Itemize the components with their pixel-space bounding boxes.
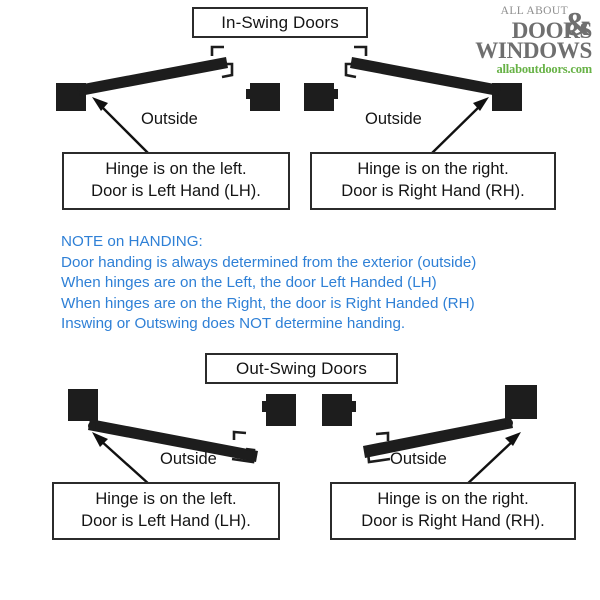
jamb-stop-tab-left: [90, 396, 96, 404]
caption-line-2: Door is Right Hand (RH).: [341, 182, 525, 200]
callout-arrow-head-right: [505, 432, 521, 446]
hinge-jamb-block-right: [505, 385, 537, 419]
hinge-pivot-right: [505, 419, 513, 427]
in-swing-title-text: In-Swing Doors: [221, 12, 339, 32]
strike-jamb-tab-right: [351, 401, 356, 412]
callout-arrow-head-left: [92, 97, 108, 111]
door-panel-in-swing-right: [350, 57, 500, 96]
strike-jamb-block-right: [322, 394, 352, 426]
caption-line-1: Hinge is on the right.: [377, 490, 529, 509]
caption-line-1: Hinge is on the right.: [357, 160, 509, 179]
door-handle-upper-left: [210, 45, 224, 56]
all-about-doors-logo: ALL ABOUT & DOORS WINDOWS allaboutdoors.…: [442, 5, 593, 76]
logo-ampersand: &: [563, 6, 592, 43]
center-strike-jambs-out-swing: [262, 394, 356, 426]
door-handle-lower-left: [221, 62, 234, 79]
door-panel-out-swing-right: [363, 417, 513, 458]
out-swing-right-assembly: [363, 385, 537, 488]
logo-line-windows: WINDOWS: [475, 37, 592, 63]
callout-arrow-line-right: [429, 103, 483, 156]
door-handle-lower-right: [366, 448, 391, 464]
caption-box-in-swing-left: Hinge is on the left. Door is Left Hand …: [62, 152, 290, 210]
strike-jamb-block-right: [304, 83, 334, 111]
hinge-pivot-left: [88, 422, 96, 430]
callout-arrow-line-left: [99, 439, 151, 486]
jamb-stop-tab-right: [508, 393, 514, 401]
center-strike-jambs-in-swing: [246, 83, 338, 111]
logo-website: allaboutdoors.com: [496, 61, 592, 76]
note-line-4: Inswing or Outswing does NOT determine h…: [61, 315, 406, 333]
out-swing-left-assembly: [68, 389, 258, 486]
logo-line-doors: DOORS: [511, 17, 593, 43]
strike-jamb-tab-right: [333, 89, 338, 99]
door-panel-out-swing-left: [88, 419, 258, 462]
in-swing-left-assembly: [56, 45, 234, 156]
hinge-jamb-block-left: [68, 389, 98, 421]
out-swing-title-text: Out-Swing Doors: [236, 358, 367, 378]
caption-line-2: Door is Left Hand (LH).: [81, 512, 251, 530]
door-handle-lower-left: [231, 447, 256, 464]
hinge-pivot-left: [77, 84, 85, 92]
note-line-3: When hinges are on the Right, the door i…: [61, 294, 475, 312]
door-handle-upper-left: [232, 430, 247, 440]
caption-box-out-swing-left: Hinge is on the left. Door is Left Hand …: [52, 482, 280, 540]
caption-line-2: Door is Right Hand (RH).: [361, 512, 545, 530]
callout-arrow-line-left: [98, 103, 151, 156]
strike-jamb-tab-left: [262, 401, 267, 412]
in-swing-title-box: In-Swing Doors: [192, 7, 368, 38]
note-line-2: When hinges are on the Left, the door Le…: [61, 274, 437, 292]
outside-label-out-swing-right: Outside: [390, 450, 447, 468]
out-swing-drawing: [68, 385, 537, 488]
caption-box-out-swing-right: Hinge is on the right. Door is Right Han…: [330, 482, 576, 540]
out-swing-title-box: Out-Swing Doors: [205, 353, 398, 384]
strike-jamb-tab-left: [246, 89, 251, 99]
door-panel-in-swing-left: [78, 57, 228, 96]
strike-jamb-block-left: [266, 394, 296, 426]
hinge-pivot-right: [493, 84, 501, 92]
note-line-1: Door handing is always determined from t…: [61, 253, 477, 271]
note-heading: NOTE on HANDING:: [61, 233, 203, 250]
outside-label-in-swing-right: Outside: [365, 110, 422, 128]
callout-arrow-head-left: [92, 432, 108, 447]
handing-note-block: NOTE on HANDING: Door handing is always …: [61, 232, 476, 335]
in-swing-right-assembly: [344, 45, 522, 156]
caption-line-1: Hinge is on the left.: [105, 160, 247, 179]
door-handle-upper-right: [354, 45, 368, 56]
caption-line-1: Hinge is on the left.: [95, 490, 237, 509]
logo-line-all-about: ALL ABOUT: [500, 5, 568, 17]
caption-box-in-swing-right: Hinge is on the right. Door is Right Han…: [310, 152, 556, 210]
outside-label-in-swing-left: Outside: [141, 110, 198, 128]
door-handle-upper-right: [375, 431, 390, 441]
strike-jamb-block-left: [250, 83, 280, 111]
outside-label-out-swing-left: Outside: [160, 450, 217, 468]
in-swing-drawing: [56, 45, 522, 156]
callout-arrow-line-right: [463, 439, 515, 488]
caption-line-2: Door is Left Hand (LH).: [91, 182, 261, 200]
door-handle-lower-right: [344, 62, 357, 79]
callout-arrow-head-right: [473, 97, 489, 111]
